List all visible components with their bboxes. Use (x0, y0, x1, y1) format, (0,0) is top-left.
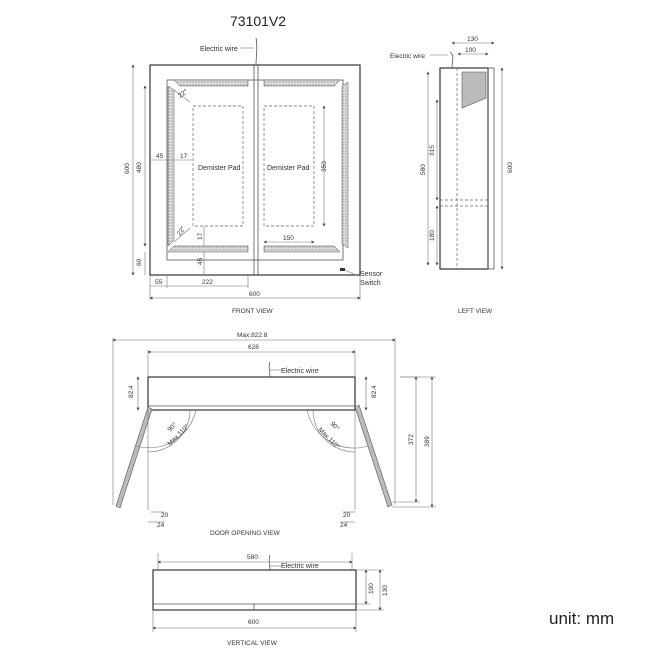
dim-width-222: 222 (202, 279, 213, 286)
dim-depth-100: 100 (465, 47, 476, 54)
front-electric-wire-label: Electric wire (200, 46, 238, 53)
angle-top-label: 22° (177, 87, 190, 99)
dim-right-20: 20 (343, 512, 351, 519)
drawing-title: 73101V2 (230, 13, 286, 29)
vertical-body (152, 569, 357, 611)
dim-left-17: 17 (180, 153, 188, 160)
dim-580-vertical: 580 (247, 554, 258, 561)
dim-pad-150: 150 (283, 235, 294, 242)
dim-580: 580 (420, 164, 427, 175)
door-frame (166, 79, 344, 261)
dim-depth-130: 130 (467, 36, 478, 43)
side-door (487, 67, 495, 270)
dim-600-side: 600 (507, 162, 514, 173)
dim-180: 180 (429, 230, 436, 241)
dim-height-480: 480 (136, 162, 143, 173)
dim-bottom-45: 45 (197, 257, 204, 265)
led-strip-right (341, 81, 349, 249)
demister-pad-right (263, 105, 315, 227)
dim-130-vertical: 130 (382, 585, 389, 596)
vertical-view: Electric wire 580 600 100 130 VERTICAL V… (152, 553, 389, 647)
angle-90-right: 90° (329, 420, 342, 433)
led-strip-left (167, 85, 175, 247)
dim-max-822: Max.822.8 (237, 332, 268, 339)
unit-label: unit: mm (549, 609, 614, 628)
dim-left-24: 24 (157, 522, 165, 529)
dim-600-vertical: 600 (248, 619, 259, 626)
dim-width-600: 600 (249, 291, 260, 298)
plan-wire (268, 361, 271, 378)
dim-pad-350: 350 (321, 161, 328, 172)
right-open-door (354, 404, 393, 508)
dim-628: 628 (248, 344, 259, 351)
door-opening-view: Electric wire 90° Max.110° 90° Max.110° … (112, 332, 436, 537)
dim-left-45: 45 (156, 153, 164, 160)
dim-left-20: 20 (161, 512, 169, 519)
dim-bottom-60: 60 (136, 258, 143, 266)
left-view: Electric wire 130 100 580 315 180 600 LE… (390, 36, 514, 315)
angle-bottom-label: 22° (175, 224, 187, 237)
led-strip-top-left (173, 79, 249, 87)
dim-824-left: 82.4 (128, 385, 135, 398)
demister-left-label: Demister Pad (198, 165, 241, 172)
vertical-view-caption: VERTICAL VIEW (227, 640, 278, 647)
dim-right-24: 24 (340, 522, 348, 529)
vertical-electric-wire-label: Electric wire (281, 563, 319, 570)
sensor-label-1: Sensor (360, 271, 383, 278)
left-view-caption: LEFT VIEW (458, 308, 493, 315)
front-view: Demister Pad Demister Pad Electric wire … (124, 37, 383, 315)
side-led (461, 71, 487, 109)
sensor-label-2: Switch (360, 280, 381, 287)
door-electric-wire-label: Electric wire (281, 368, 319, 375)
door-view-caption: DOOR OPENING VIEW (210, 530, 281, 537)
dim-height-600: 600 (124, 163, 131, 174)
led-strip-top-right (263, 79, 341, 87)
demister-right-label: Demister Pad (267, 165, 310, 172)
plan-body (147, 376, 356, 411)
demister-pad-left (192, 105, 244, 227)
led-strip-bottom-right (263, 245, 341, 253)
left-open-door (115, 406, 153, 509)
sensor-switch-mark (340, 268, 345, 271)
dim-824-right: 82.4 (371, 385, 378, 398)
side-wire (449, 51, 454, 69)
dim-315: 315 (429, 145, 436, 156)
dim-389: 389 (424, 436, 431, 447)
led-strip-bottom-left (167, 245, 249, 253)
dim-372: 372 (408, 434, 415, 445)
vertical-wire (268, 554, 271, 571)
dim-left-55: 55 (155, 279, 163, 286)
dim-100-vertical: 100 (368, 583, 375, 594)
electric-wire (255, 37, 258, 66)
front-view-caption: FRONT VIEW (232, 308, 274, 315)
cabinet-outline (149, 64, 361, 276)
dim-bottom-17: 17 (197, 232, 204, 240)
left-electric-wire-label: Electric wire (390, 53, 425, 60)
